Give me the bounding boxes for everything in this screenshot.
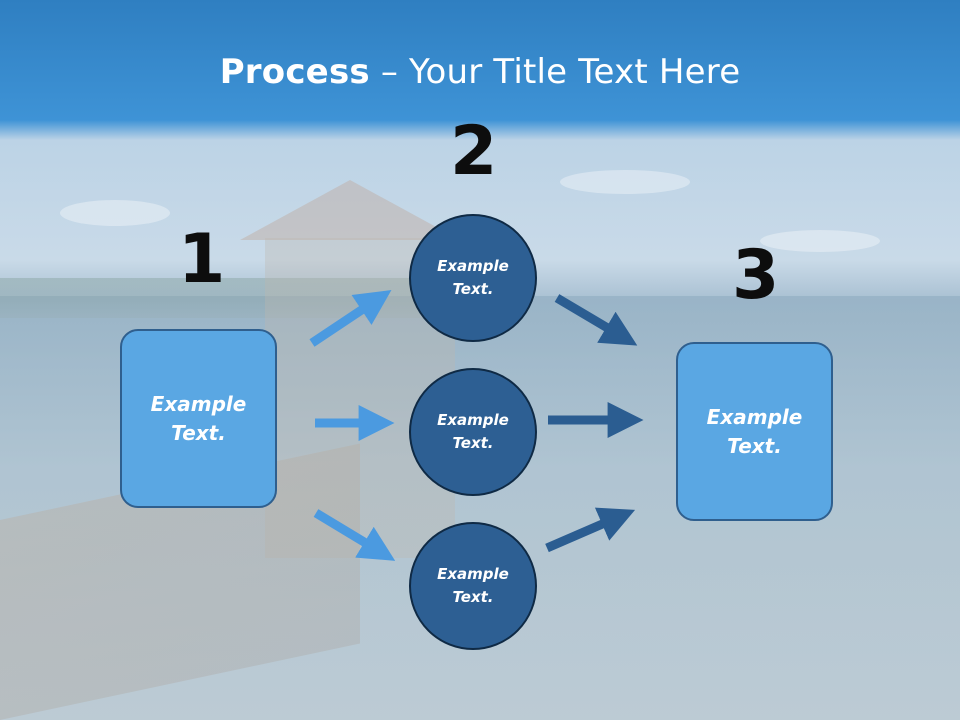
step-2-circle-bottom: Example Text. (409, 522, 537, 650)
arrow-top-to-3 (554, 294, 638, 346)
cloud-shape (560, 170, 690, 194)
step-number-3: 3 (732, 236, 780, 315)
step-3-box: Example Text. (676, 342, 833, 521)
slide-title: Process – Your Title Text Here (0, 52, 960, 92)
step-1-box: Example Text. (120, 329, 277, 508)
arrow-1-to-bottom (313, 509, 396, 561)
step-2-circle-top: Example Text. (409, 214, 537, 342)
step-number-1: 1 (178, 220, 226, 299)
arrow-1-to-top (309, 290, 392, 347)
step-2-circle-middle: Example Text. (409, 368, 537, 496)
step-number-2: 2 (450, 112, 498, 191)
cloud-shape (760, 230, 880, 252)
arrow-bottom-to-3 (545, 507, 636, 553)
gazebo-roof-backdrop (240, 180, 460, 240)
title-bold: Process (219, 52, 370, 92)
cloud-shape (60, 200, 170, 226)
title-rest: – Your Title Text Here (369, 52, 741, 92)
shoreline-backdrop (0, 278, 420, 318)
